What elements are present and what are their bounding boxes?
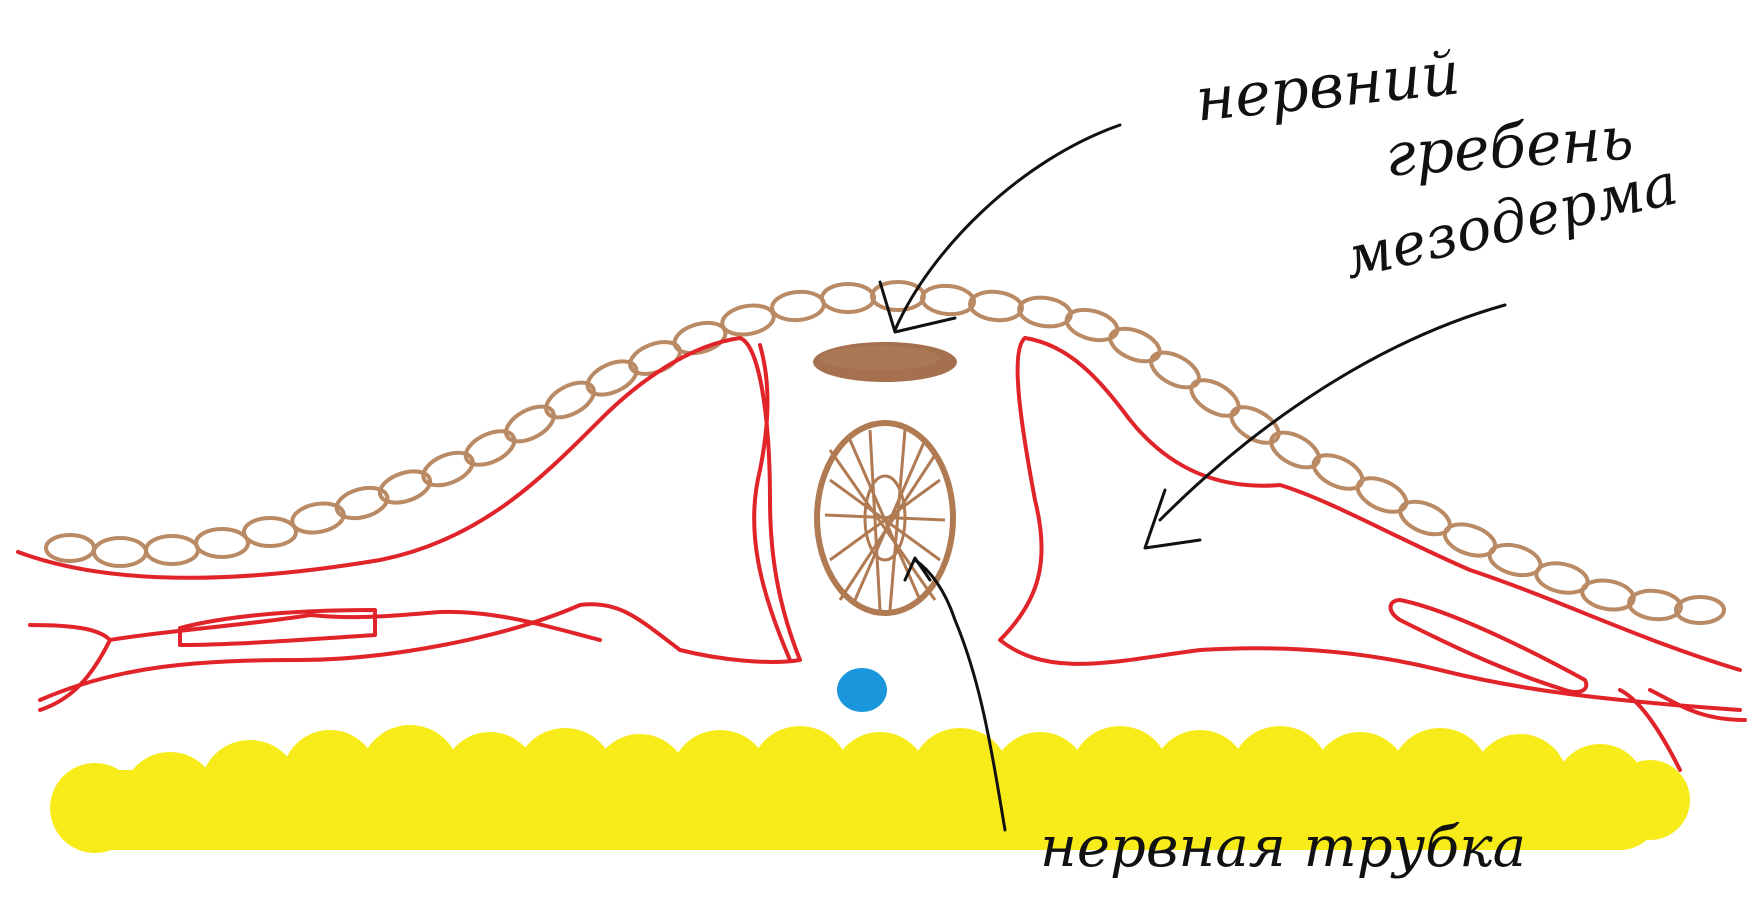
neural-tube-label: нервная трубка xyxy=(1040,815,1526,880)
neural-crest-mass xyxy=(813,342,957,382)
notochord xyxy=(817,423,953,613)
blood-vessel-dot xyxy=(837,668,887,712)
mesoderm-arrowhead xyxy=(1145,490,1200,548)
neural-crest-arrow xyxy=(895,125,1120,330)
